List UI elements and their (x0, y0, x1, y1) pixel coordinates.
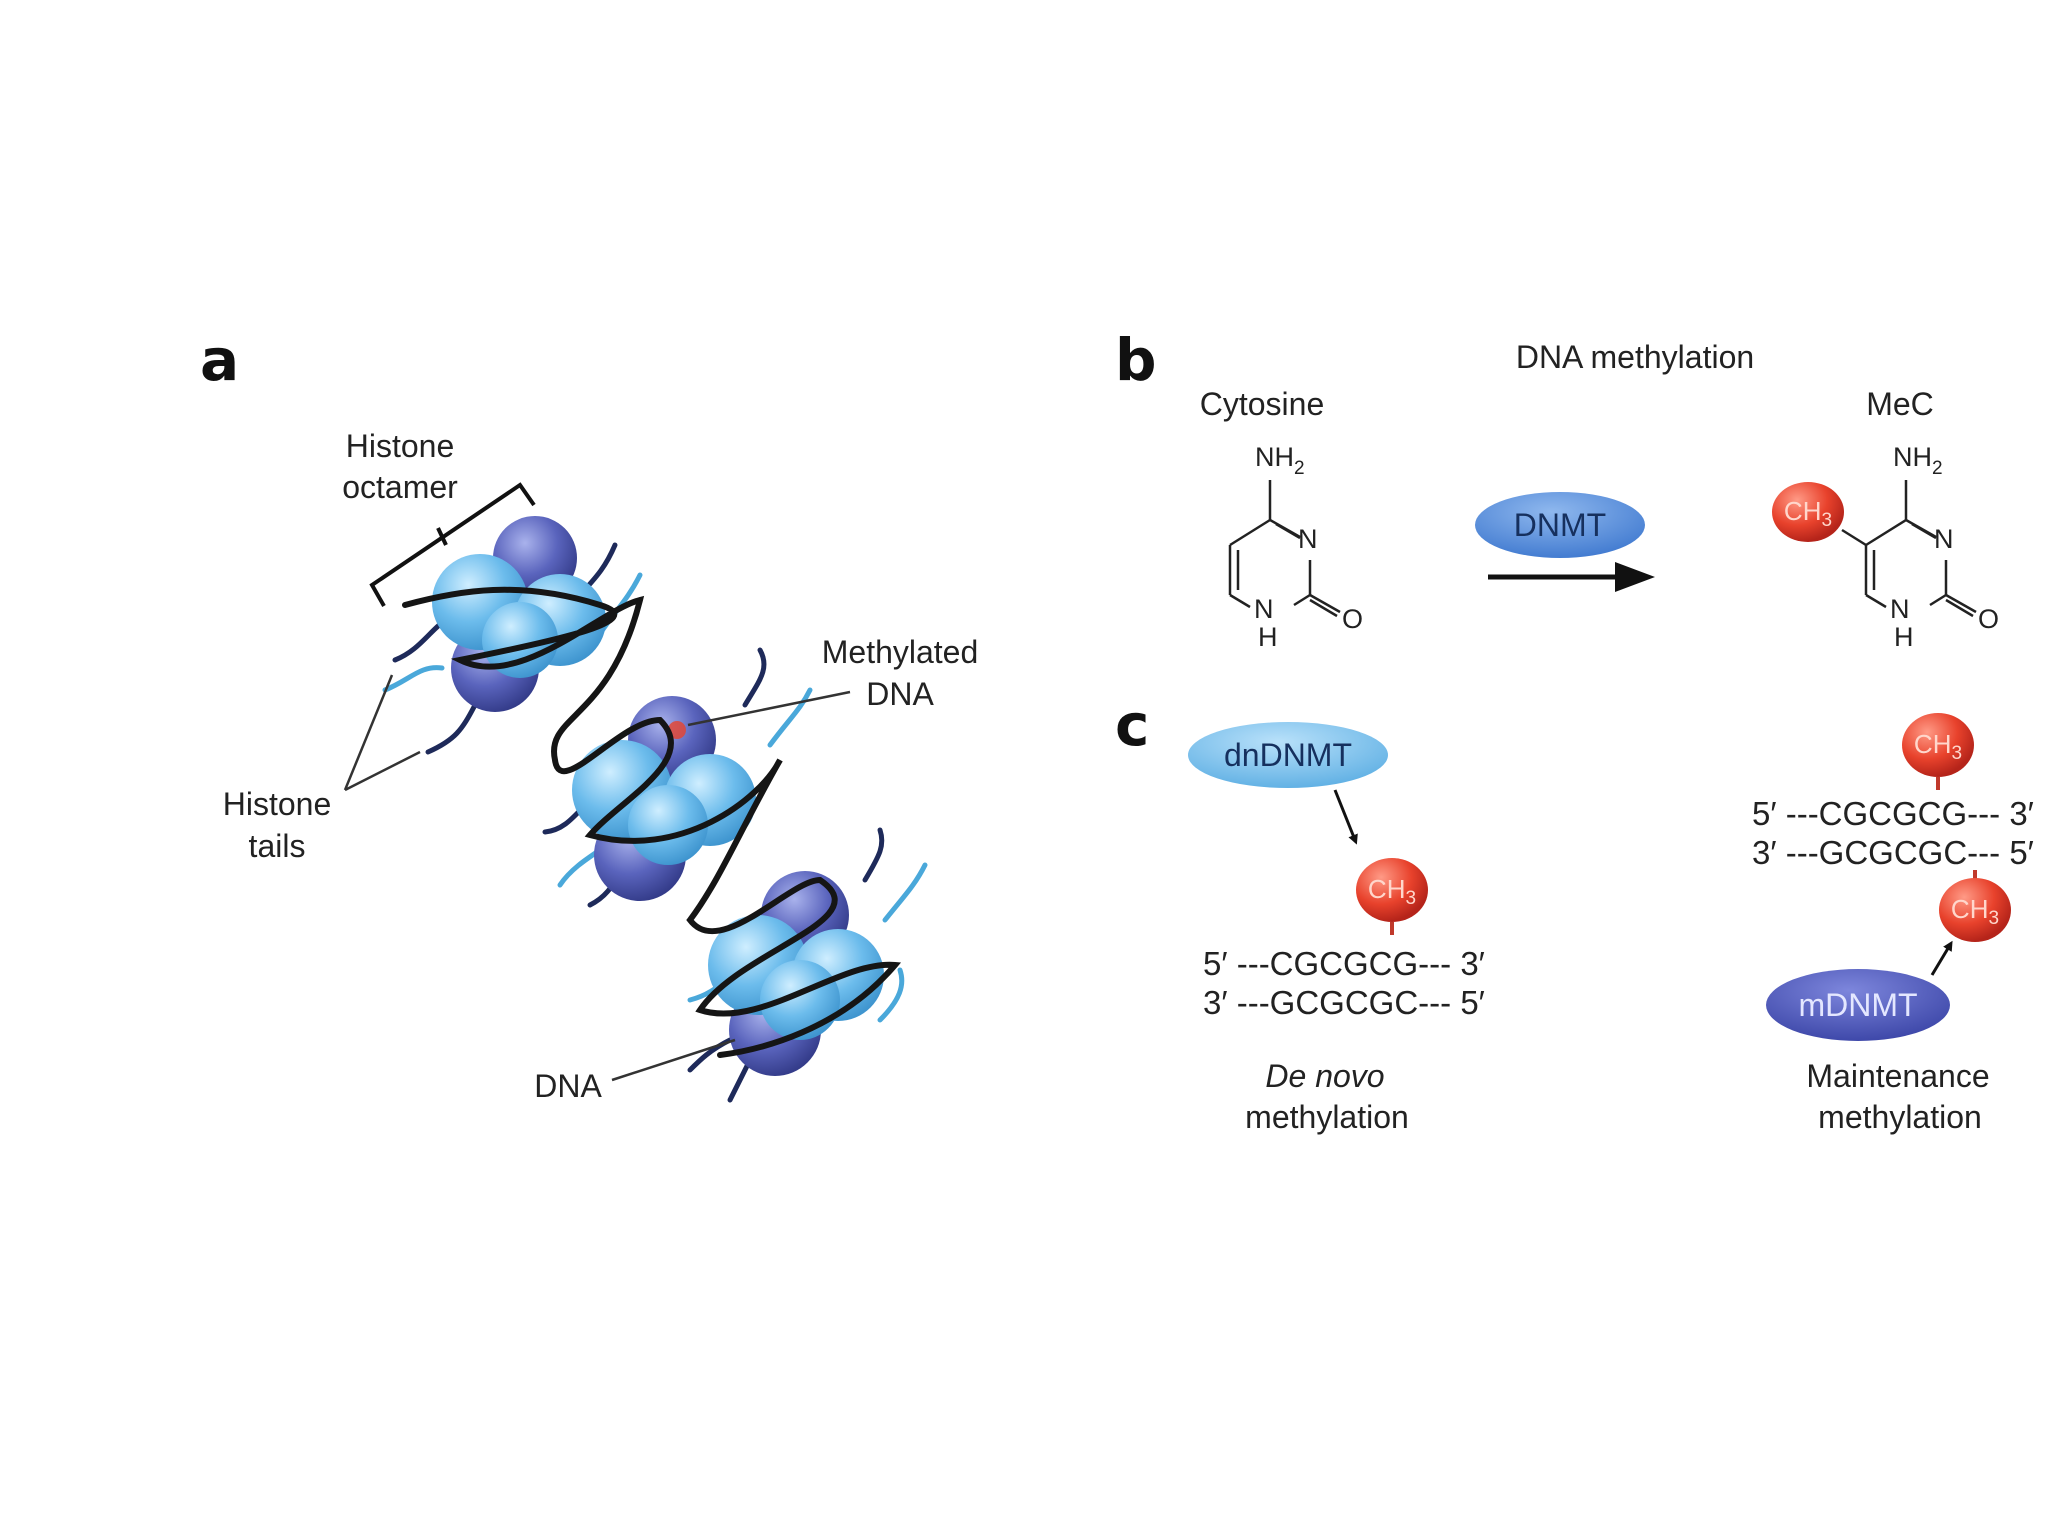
mec-methyl-label: CH3 (1784, 496, 1832, 531)
panel-a-letter: a (200, 326, 239, 394)
mdnmt-enzyme (1766, 969, 1950, 1041)
maint-caption-1: Maintenance (1806, 1058, 1989, 1094)
label-histone-octamer-2: octamer (342, 469, 458, 505)
label-histone-tails-1: Histone (223, 786, 332, 822)
maint-caption-2: methylation (1818, 1099, 1982, 1135)
mec-atom-nh-label: N (1890, 594, 1910, 624)
cytosine-label: Cytosine (1200, 386, 1325, 422)
methyl-group-icon (1772, 482, 1844, 542)
panel-c-letter: c (1115, 691, 1149, 759)
mdnmt-label: mDNMT (1798, 987, 1917, 1023)
mec-label: MeC (1866, 386, 1934, 422)
maint-arrow-icon (1930, 940, 1953, 976)
mec-structure: CH3 NH2 N N H O (1772, 442, 1999, 652)
dndnmt-label: dnDNMT (1224, 737, 1352, 773)
mec-atom-n-label: N (1934, 524, 1954, 554)
panel-b-title: DNA methylation (1516, 339, 1754, 375)
atom-h-label: H (1258, 622, 1278, 652)
mec-atom-o-label: O (1978, 604, 1999, 634)
nucleosome-1 (432, 516, 606, 712)
cytosine-structure: NH2 N N H O (1228, 442, 1363, 652)
dnmt-label: DNMT (1514, 507, 1606, 543)
mec-atom-h-label: H (1894, 622, 1914, 652)
denovo-caption-2: methylation (1245, 1099, 1409, 1135)
label-methylated-dna-1: Methylated (822, 634, 979, 670)
histone-bead-icon (760, 960, 840, 1040)
denovo-top-strand: 5′ ---CGCGCG--- 3′ (1203, 945, 1485, 982)
dndnmt-enzyme (1188, 722, 1388, 788)
denovo-caption-1: De novo (1265, 1058, 1384, 1094)
histone-bead-icon (482, 602, 558, 678)
maint-bottom-strand: 3′ ---GCGCGC--- 5′ (1752, 834, 2034, 871)
atom-o-label: O (1342, 604, 1363, 634)
histone-bead-icon (628, 785, 708, 865)
maint-bottom-methyl-label: CH3 (1951, 894, 1999, 929)
methyl-group-icon (1939, 878, 2011, 942)
denovo-arrow-icon (1333, 789, 1358, 845)
octamer-bracket (369, 482, 536, 607)
label-dna: DNA (534, 1068, 602, 1104)
label-methylated-dna-2: DNA (866, 676, 934, 712)
nh2-text: NH2 (1255, 442, 1305, 479)
maint-top-strand: 5′ ---CGCGCG--- 3′ (1752, 795, 2034, 832)
methyl-group-icon (1902, 713, 1974, 777)
label-histone-octamer-1: Histone (346, 428, 455, 464)
panel-b-letter: b (1115, 326, 1157, 394)
denovo-methyl-label: CH3 (1368, 874, 1416, 909)
label-histone-tails-2: tails (249, 828, 306, 864)
arrow-head-icon (1615, 562, 1655, 592)
denovo-bottom-strand: 3′ ---GCGCGC--- 5′ (1203, 984, 1485, 1021)
annotation-lines (343, 674, 851, 1082)
methyl-group-icon (1356, 858, 1428, 922)
dnmt-enzyme (1475, 492, 1645, 558)
atom-nh-label: N (1254, 594, 1274, 624)
mec-nh2-text: NH2 (1893, 442, 1943, 479)
dna-strand (402, 586, 902, 1058)
maint-top-methyl-label: CH3 (1914, 729, 1962, 764)
atom-n-label: N (1298, 524, 1318, 554)
